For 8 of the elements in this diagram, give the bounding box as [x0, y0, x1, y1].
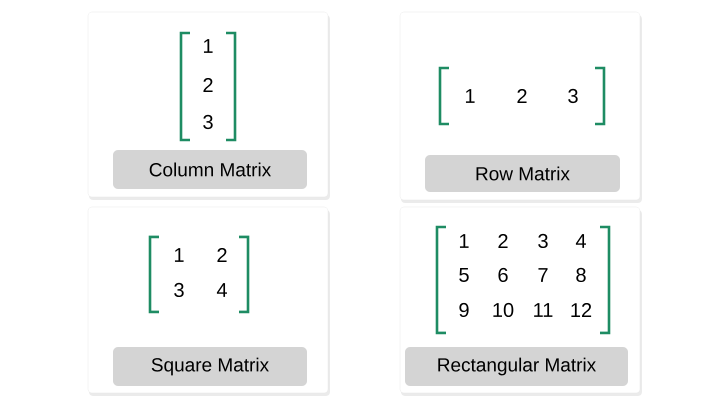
matrix-label: Rectangular Matrix — [405, 346, 628, 386]
matrix-label: Column Matrix — [113, 150, 307, 189]
matrix-label: Square Matrix — [113, 346, 307, 386]
matrix: 1 2 3 4 5 6 7 8 9 10 11 12 — [436, 226, 610, 334]
matrix: 1 2 3 — [438, 66, 606, 126]
matrix: 1 2 3 4 — [148, 236, 250, 314]
matrix: 1 2 3 — [180, 32, 236, 142]
matrix-label: Row Matrix — [425, 155, 620, 192]
